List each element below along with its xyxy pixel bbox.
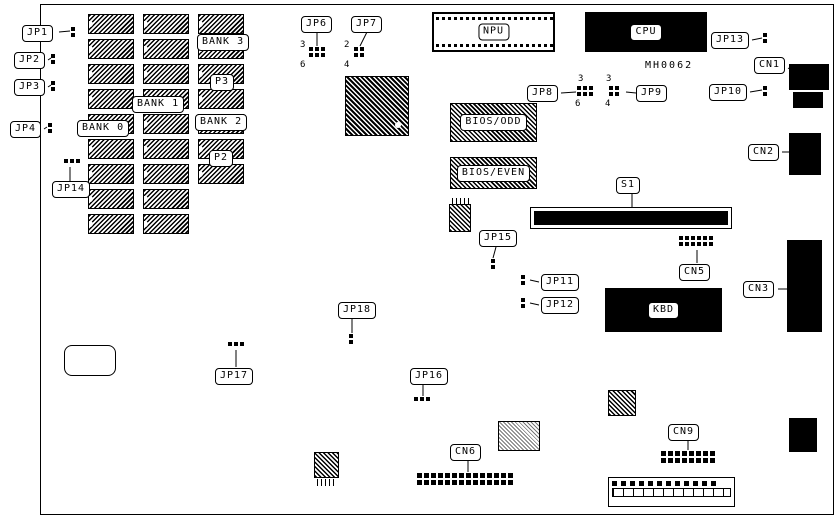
jp3-pins [51, 81, 55, 91]
jp11-pins [521, 275, 525, 285]
bios-odd-label: BIOS/ODD [460, 114, 527, 131]
jp8-pins [577, 86, 593, 96]
jp14-pins [64, 159, 80, 163]
kbd-chip: KBD [605, 288, 722, 332]
cn6-pins [417, 473, 513, 485]
label-jp8: JP8 [527, 85, 559, 102]
jp8-pin6-number: 6 [575, 99, 581, 109]
label-jp18: JP18 [338, 302, 377, 319]
label-jp6: JP6 [301, 16, 333, 33]
jp7-pin2-number: 2 [344, 40, 350, 50]
label-jp1: JP1 [22, 25, 54, 42]
label-cn2: CN2 [748, 144, 780, 161]
power-connector-slot [612, 488, 731, 497]
jp13-pins [763, 33, 767, 43]
label-bank1: BANK 1 [132, 96, 185, 113]
bios-even-chip: BIOS/EVEN [450, 157, 537, 189]
npu-chip: NPU [432, 12, 555, 52]
label-bank0: BANK 0 [77, 120, 130, 137]
jp6-pins [309, 47, 325, 57]
pin1-marker-dot [395, 122, 401, 128]
small-chip-4-legs [317, 479, 337, 486]
part-number: MH0062 [645, 60, 694, 71]
jp6-pin6-number: 6 [300, 60, 306, 70]
label-bank3: BANK 3 [197, 34, 250, 51]
kbd-label: KBD [647, 301, 680, 319]
label-cn5: CN5 [679, 264, 711, 281]
label-jp7: JP7 [351, 16, 383, 33]
label-jp3: JP3 [14, 79, 46, 96]
small-chip-3 [608, 390, 636, 416]
cn1-connector [789, 64, 829, 90]
qfp-chip [345, 76, 409, 136]
cpu-chip: CPU [585, 12, 707, 52]
jp4-pins [48, 123, 52, 133]
power-connector-pins [612, 481, 731, 486]
small-chip-2 [498, 421, 540, 451]
label-jp2: JP2 [14, 52, 46, 69]
cn5-pins [679, 236, 713, 246]
jp17-pins [228, 342, 244, 346]
label-bank2: BANK 2 [195, 114, 248, 131]
label-jp16: JP16 [410, 368, 449, 385]
npu-label: NPU [477, 23, 510, 41]
small-chip-1 [449, 204, 471, 232]
jp9-pin3-number: 3 [606, 74, 612, 84]
jp2-pins [51, 54, 55, 64]
jp16-pins [414, 397, 430, 401]
jp9-pin4-number: 4 [605, 99, 611, 109]
jp7-pin4-number: 4 [344, 60, 350, 70]
label-jp13: JP13 [711, 32, 750, 49]
bios-odd-chip: BIOS/ODD [450, 103, 537, 142]
jp9-pins [609, 86, 619, 96]
cpu-label: CPU [630, 23, 662, 41]
label-cn3: CN3 [743, 281, 775, 298]
label-jp17: JP17 [215, 368, 254, 385]
label-jp10: JP10 [709, 84, 748, 101]
memory-column-bank1 [143, 14, 189, 234]
label-cn6: CN6 [450, 444, 482, 461]
label-jp14: JP14 [52, 181, 91, 198]
jp7-pins [354, 47, 364, 57]
label-jp9: JP9 [636, 85, 668, 102]
bottom-right-connector [789, 418, 817, 452]
label-p2: P2 [209, 150, 234, 167]
memory-column-bank0 [88, 14, 134, 234]
jp12-pins [521, 298, 525, 308]
label-jp12: JP12 [541, 297, 580, 314]
bios-even-label: BIOS/EVEN [456, 164, 531, 182]
jp18-pins [349, 334, 353, 344]
npu-pin-row-bottom [436, 44, 553, 47]
npu-pin-row-top [436, 17, 553, 20]
small-chip-4 [314, 452, 339, 478]
jp6-pin3-number: 3 [300, 40, 306, 50]
cn9-pins [661, 451, 715, 463]
cn1-connector-lower [793, 92, 823, 108]
jp15-pins [491, 259, 495, 269]
label-p3: P3 [210, 74, 235, 91]
s1-switch [530, 207, 732, 229]
label-jp15: JP15 [479, 230, 518, 247]
label-jp4: JP4 [10, 121, 42, 138]
label-cn1: CN1 [754, 57, 786, 74]
oscillator [64, 345, 116, 376]
label-s1: S1 [616, 177, 641, 194]
jp1-pins [71, 27, 75, 37]
jp8-pin3-number: 3 [578, 74, 584, 84]
power-connector [608, 477, 735, 507]
cn2-connector [789, 133, 821, 175]
label-cn9: CN9 [668, 424, 700, 441]
label-jp11: JP11 [541, 274, 580, 291]
cn3-connector [787, 240, 822, 332]
jp10-pins [763, 86, 767, 96]
small-chip-legs-top [452, 198, 470, 204]
